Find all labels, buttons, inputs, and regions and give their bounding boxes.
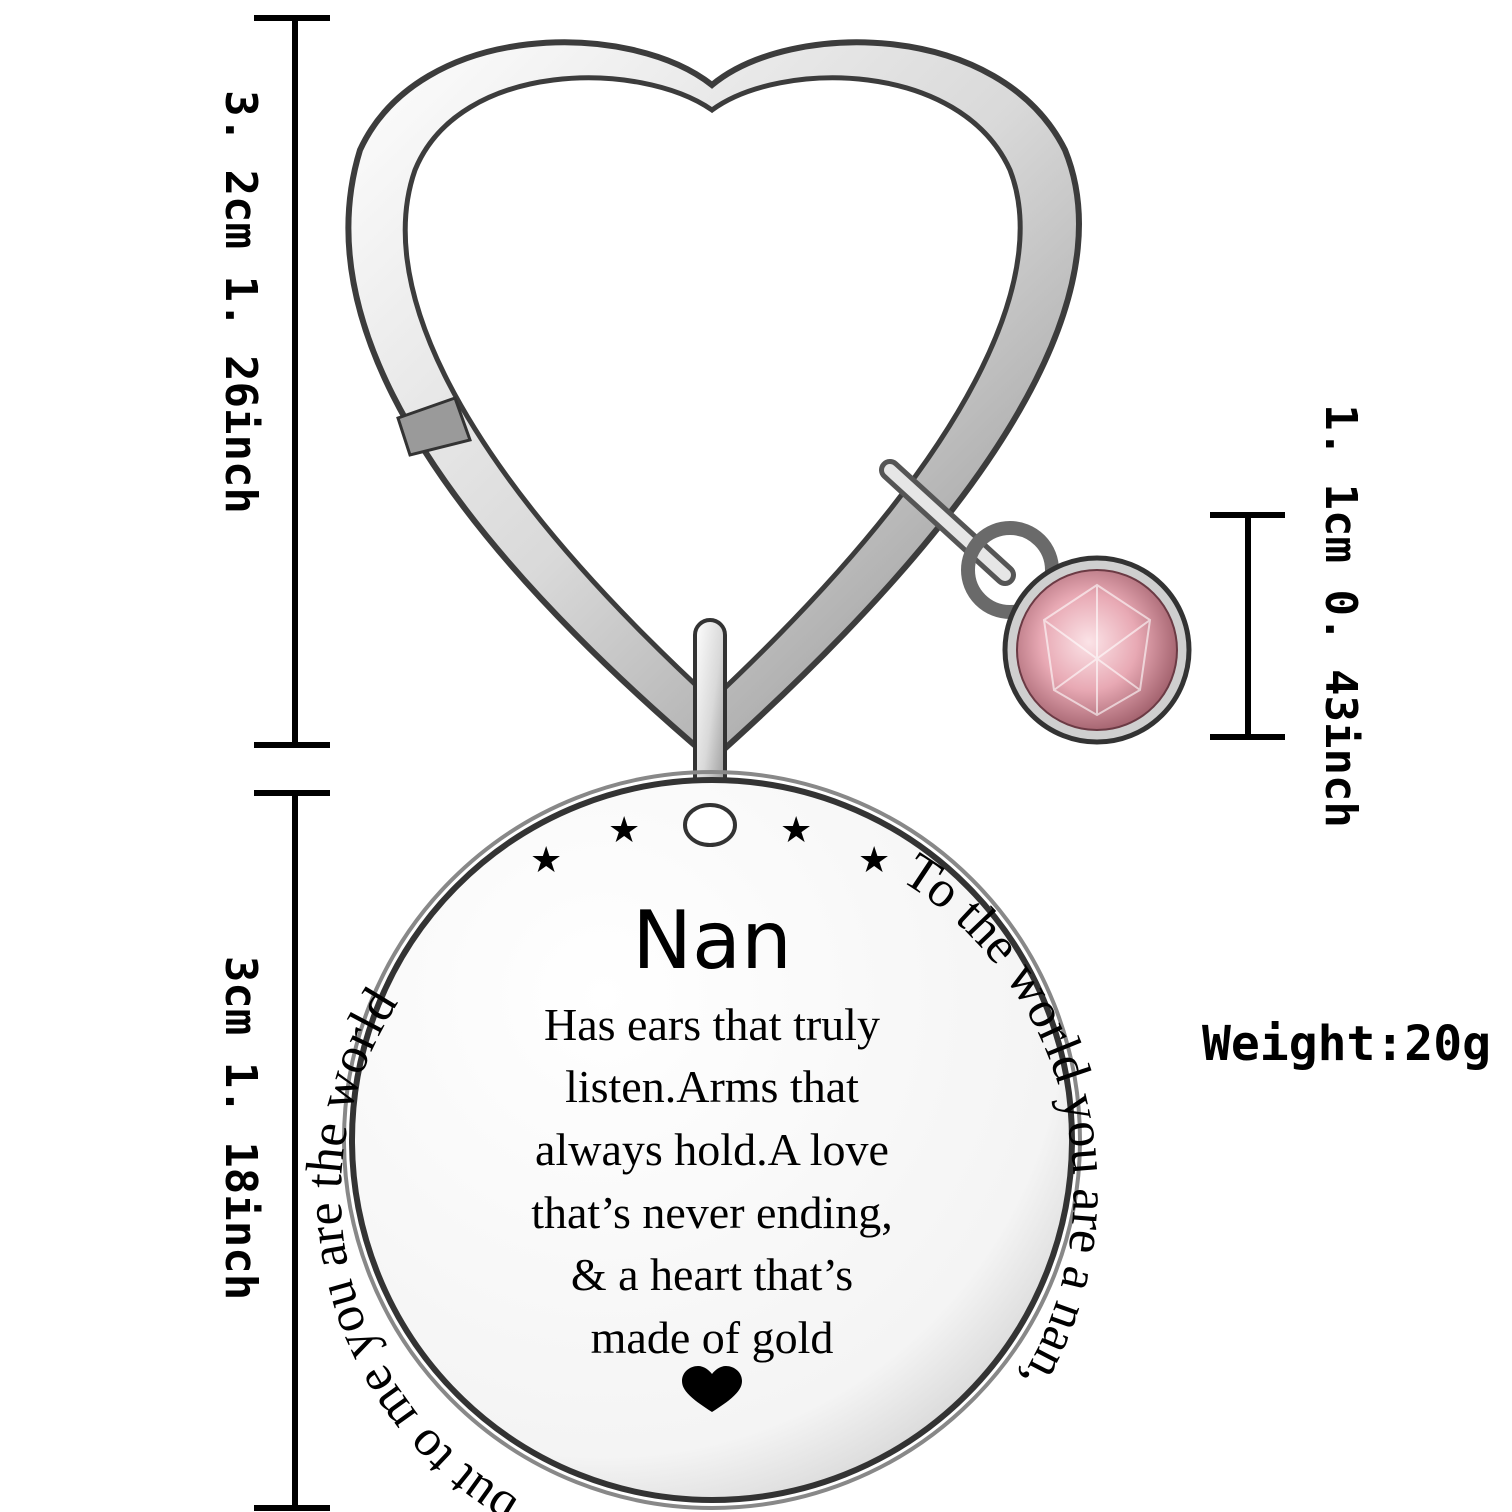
dimension-line-charm [1210, 512, 1285, 740]
heart-keyring [345, 39, 1082, 764]
star-icons: ★ ★ ★ ★ [530, 810, 890, 881]
message-line: that’s never ending, [531, 1187, 893, 1238]
heart-icon [682, 1366, 742, 1412]
dimension-line-ring [254, 15, 330, 748]
dimension-line-disc [254, 790, 330, 1511]
message-line: listen.Arms that [565, 1061, 859, 1112]
svg-text:★: ★ [530, 840, 562, 881]
message-line: Has ears that truly [544, 999, 880, 1050]
message-line: & a heart that’s [571, 1249, 853, 1300]
svg-text:★: ★ [608, 810, 640, 851]
engraved-disc: ★ ★ ★ ★ To the world you are a nan, but … [296, 770, 1119, 1512]
disc-title: Nan [632, 894, 792, 987]
message-line: made of gold [591, 1312, 834, 1363]
disc-message: Has ears that truly listen.Arms that alw… [531, 999, 893, 1363]
svg-text:★: ★ [780, 810, 812, 851]
weight-label: Weight:20g [1202, 1016, 1491, 1072]
birthstone-charm [879, 459, 1192, 745]
message-line: always hold.A love [535, 1124, 889, 1175]
svg-text:★: ★ [858, 840, 890, 881]
